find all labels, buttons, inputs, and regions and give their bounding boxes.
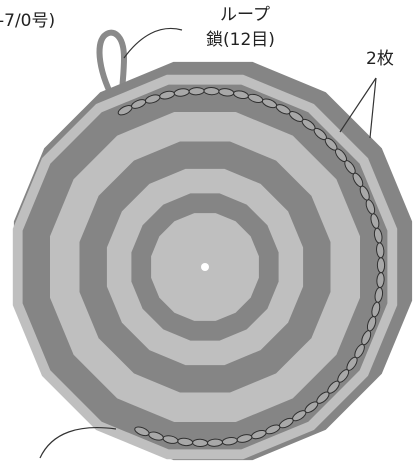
chain-stitches bbox=[117, 86, 386, 448]
loop-label-line2: 鎖(12目) bbox=[206, 30, 275, 50]
hanging-loop bbox=[96, 29, 128, 107]
chain-stitch bbox=[188, 87, 205, 96]
chain-stitch bbox=[207, 438, 223, 447]
pieces-leader-line-1 bbox=[339, 77, 377, 133]
chain-stitch bbox=[134, 426, 150, 437]
bottom-leader-line bbox=[39, 427, 117, 459]
loop-label-line1: ループ bbox=[220, 5, 270, 25]
center-dot bbox=[201, 263, 209, 271]
chain-stitch bbox=[203, 86, 220, 96]
pieces-count-label: 2枚 bbox=[366, 49, 394, 69]
hook-size-label: -7/0号) bbox=[0, 11, 56, 31]
pieces-leader-line-2 bbox=[369, 77, 377, 139]
loop-leader-line bbox=[123, 27, 183, 59]
chain-stitch bbox=[376, 257, 386, 274]
chain-stitch bbox=[192, 438, 209, 448]
